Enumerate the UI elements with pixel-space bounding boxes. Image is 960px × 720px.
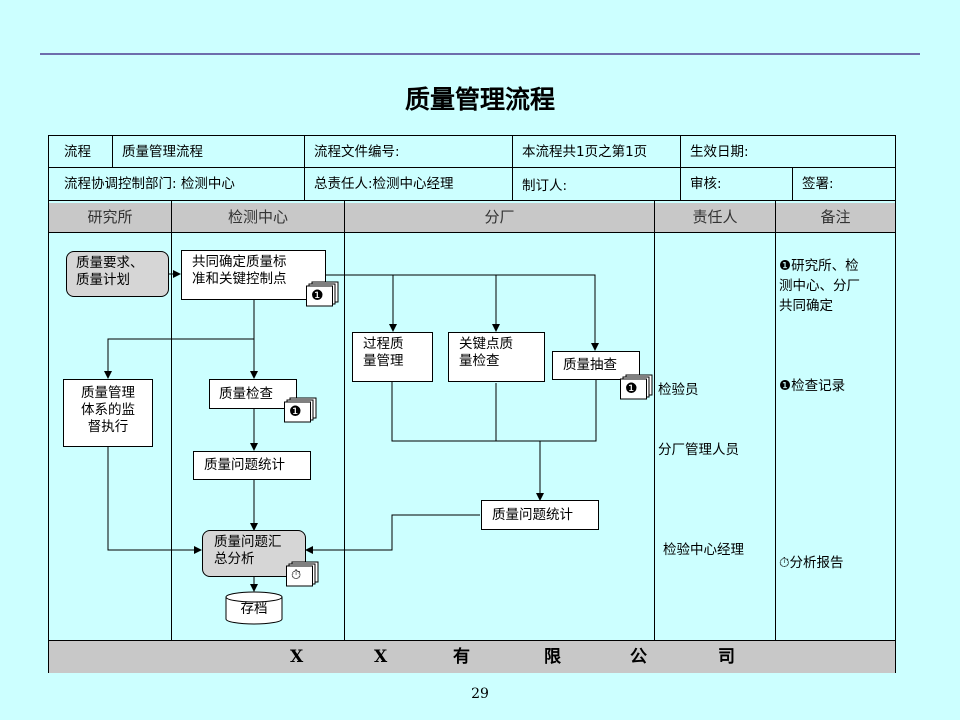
- footer-char: 公: [630, 647, 647, 667]
- node-text: 质量要求、: [76, 255, 144, 271]
- header-r1-c1: 流程: [64, 144, 91, 160]
- footer-char: X: [290, 647, 304, 667]
- grid-line: [792, 167, 793, 200]
- node-quality-sampling: 质量抽查: [552, 351, 640, 380]
- node-text: 体系的监: [81, 402, 135, 418]
- responsible-branch-manager: 分厂管理人员: [658, 442, 739, 458]
- top-rule: [40, 53, 920, 55]
- grid-line: [680, 136, 681, 200]
- grid-line: [49, 232, 895, 233]
- page-number: 29: [471, 686, 489, 702]
- clock-icon: ⏱: [291, 568, 302, 583]
- header-r1-c4: 本流程共1页之第1页: [522, 144, 648, 160]
- document-stack-icon: ❶: [620, 374, 654, 400]
- node-keypoint-check: 关键点质 量检查: [448, 332, 545, 382]
- node-text: 督执行: [87, 419, 129, 435]
- node-text: 质量问题统计: [492, 507, 573, 523]
- responsible-inspector: 检验员: [658, 382, 699, 398]
- column-remarks: 备注: [776, 203, 895, 232]
- archive-storage-icon: [225, 591, 283, 625]
- footer-char: X: [374, 647, 388, 667]
- node-text: 质量管理: [81, 385, 135, 401]
- remark-analysis-report: ⏱分析报告: [779, 555, 844, 571]
- header-r2-c5: 签署:: [802, 176, 834, 192]
- footer-char: 司: [718, 647, 735, 667]
- header-r1-c3: 流程文件编号:: [314, 144, 400, 160]
- page-title: 质量管理流程: [404, 85, 555, 114]
- node-text: 质量计划: [76, 272, 130, 288]
- lane-divider: [654, 200, 655, 640]
- header-r2-c3: 制订人:: [522, 178, 568, 194]
- node-text: 质量问题汇: [214, 534, 282, 550]
- node-text: 量管理: [363, 353, 404, 369]
- column-responsible: 责任人: [655, 203, 775, 232]
- lane-divider: [344, 200, 345, 640]
- node-text: 共同确定质量标: [192, 254, 287, 270]
- header-r1-c5: 生效日期:: [690, 144, 749, 160]
- grid-line: [112, 136, 113, 167]
- remark-text: 测中心、分厂: [779, 278, 860, 294]
- node-text: 关键点质: [459, 336, 513, 352]
- footer-char: 有: [453, 647, 470, 667]
- node-text: 总分析: [214, 551, 255, 567]
- node-quality-check: 质量检查: [209, 379, 297, 409]
- node-text: 质量抽查: [563, 357, 617, 373]
- header-r1-c2: 质量管理流程: [122, 144, 203, 160]
- remark-text: ❶研究所、检: [779, 258, 859, 274]
- node-text: 量检查: [459, 353, 500, 369]
- lane-divider: [171, 200, 172, 640]
- column-testing: 检测中心: [172, 203, 344, 232]
- node-quality-statistics-2: 质量问题统计: [481, 500, 599, 530]
- grid-line: [49, 167, 895, 168]
- node-text: 质量检查: [219, 386, 273, 402]
- marker-one-icon: ❶: [625, 381, 638, 397]
- marker-one-icon: ❶: [311, 288, 324, 304]
- remark-joint-decision: ❶研究所、检 测中心、分厂 共同确定: [779, 256, 860, 316]
- remark-inspection-record: ❶检查记录: [779, 378, 846, 394]
- document-stack-icon: ❶: [284, 397, 318, 423]
- remark-text: 共同确定: [779, 298, 833, 314]
- node-define-standards: 共同确定质量标 准和关键控制点: [181, 250, 326, 300]
- grid-line: [304, 136, 305, 200]
- company-footer: X X 有 限 公 司: [49, 640, 895, 673]
- report-stack-icon: ⏱: [286, 561, 320, 587]
- responsible-center-manager: 检验中心经理: [663, 542, 744, 558]
- column-research: 研究所: [49, 203, 171, 232]
- header-r2-c4: 审核:: [690, 176, 722, 192]
- node-system-supervision: 质量管理 体系的监 督执行: [63, 379, 153, 447]
- node-text: 质量问题统计: [204, 457, 285, 473]
- node-text: 准和关键控制点: [192, 271, 287, 287]
- lane-divider: [775, 200, 776, 640]
- footer-char: 限: [544, 647, 561, 667]
- node-quality-statistics-1: 质量问题统计: [193, 451, 311, 480]
- node-text: 过程质: [363, 336, 404, 352]
- marker-one-icon: ❶: [289, 404, 302, 420]
- archive-label: 存档: [240, 601, 268, 617]
- header-r2-c1: 流程协调控制部门: 检测中心: [64, 176, 235, 192]
- grid-line: [512, 136, 513, 200]
- column-branch: 分厂: [345, 203, 654, 232]
- node-process-quality: 过程质 量管理: [352, 332, 433, 382]
- header-r2-c2: 总责任人:检测中心经理: [314, 176, 454, 192]
- node-quality-requirements: 质量要求、 质量计划: [66, 251, 169, 297]
- grid-line: [49, 200, 895, 201]
- document-stack-icon: ❶: [306, 281, 340, 307]
